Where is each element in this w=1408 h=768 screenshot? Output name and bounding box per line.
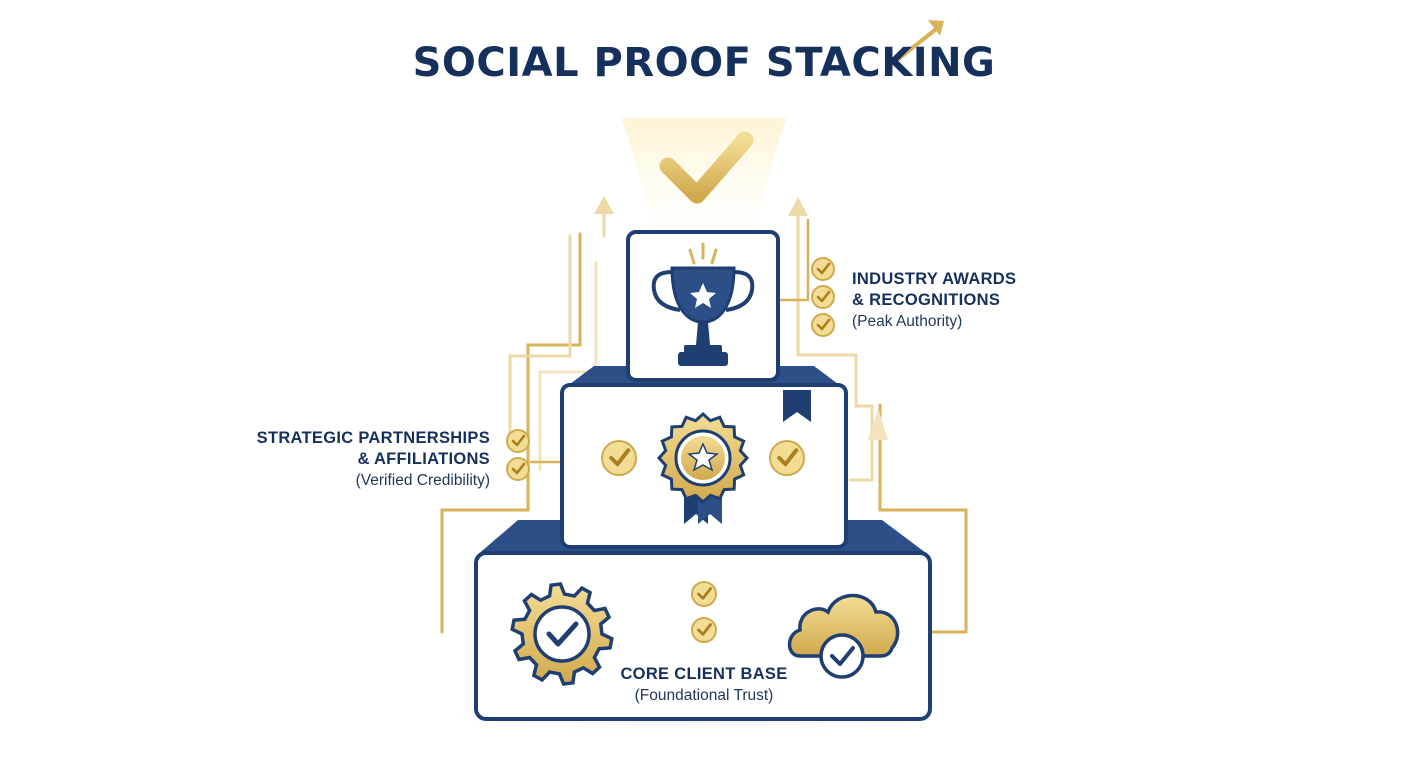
label-core-client-base: CORE CLIENT BASE (Foundational Trust) bbox=[604, 664, 804, 706]
page-title: SOCIAL PROOF STACKING bbox=[412, 40, 996, 86]
check-circle-icon bbox=[811, 313, 835, 337]
tier-title-line: & RECOGNITIONS bbox=[852, 291, 1001, 309]
tier-subtitle: (Verified Credibility) bbox=[355, 472, 490, 489]
check-circle-icon bbox=[601, 440, 637, 476]
rising-arrows-left bbox=[440, 196, 614, 634]
tier-subtitle: (Foundational Trust) bbox=[634, 687, 774, 704]
label-strategic-partnerships: STRATEGIC PARTNERSHIPS & AFFILIATIONS (V… bbox=[257, 428, 490, 491]
tier-subtitle: (Peak Authority) bbox=[852, 313, 963, 330]
gear-check-icon bbox=[510, 582, 614, 686]
top-check-icon bbox=[659, 131, 754, 204]
check-circle-icon bbox=[691, 617, 717, 643]
check-circle-icon bbox=[811, 285, 835, 309]
bookmark-ribbon-icon bbox=[783, 390, 811, 422]
tier-title-line: INDUSTRY AWARDS bbox=[852, 270, 1017, 288]
check-circle-icon bbox=[506, 457, 530, 481]
check-badges bbox=[506, 257, 835, 643]
cloud-check-icon bbox=[787, 593, 900, 679]
check-circle-icon bbox=[769, 440, 805, 476]
tier-title-line: CORE CLIENT BASE bbox=[620, 665, 788, 683]
label-industry-awards: INDUSTRY AWARDS & RECOGNITIONS (Peak Aut… bbox=[852, 269, 1016, 332]
check-circle-icon bbox=[691, 581, 717, 607]
rising-arrows-right bbox=[776, 197, 968, 634]
ribbon-badge-icon bbox=[656, 411, 750, 524]
trend-arrow-icon bbox=[890, 20, 944, 66]
tier-title-line: & AFFILIATIONS bbox=[357, 450, 490, 468]
trophy-icon bbox=[651, 242, 755, 366]
check-circle-icon bbox=[506, 429, 530, 453]
check-circle-icon bbox=[811, 257, 835, 281]
tier-title-line: STRATEGIC PARTNERSHIPS bbox=[256, 429, 490, 447]
